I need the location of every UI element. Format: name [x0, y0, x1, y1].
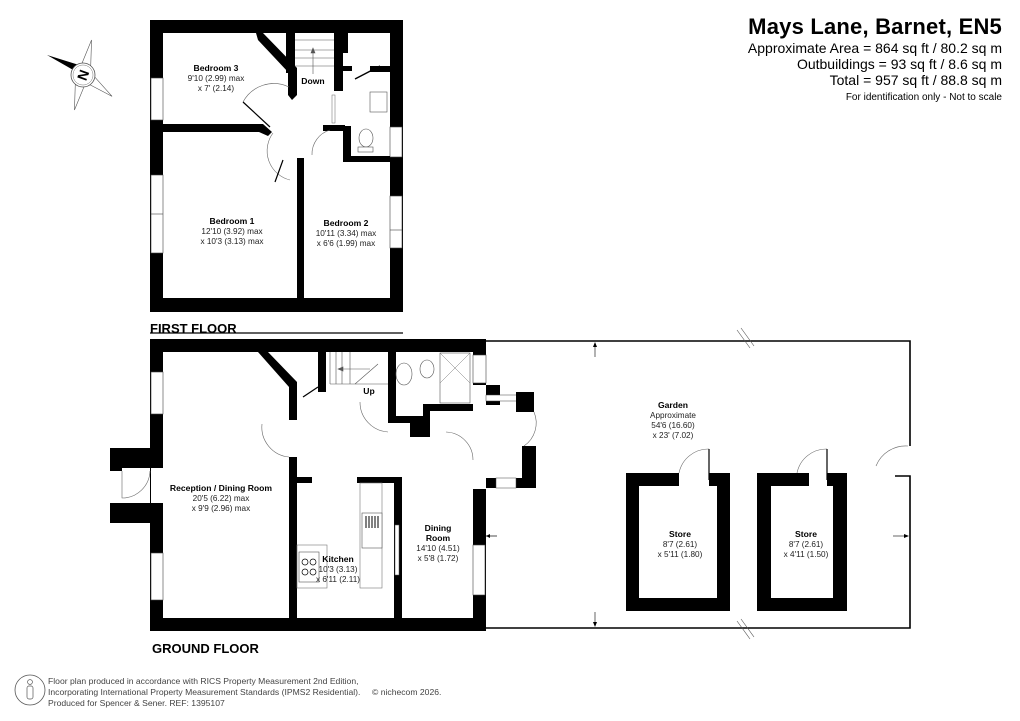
svg-text:20'5 (6.22) max: 20'5 (6.22) max [193, 494, 250, 503]
svg-text:x 23' (7.02): x 23' (7.02) [653, 431, 694, 440]
svg-text:Bedroom 1: Bedroom 1 [210, 216, 255, 226]
approximate-area: Approximate Area = 864 sq ft / 80.2 sq m [747, 40, 1002, 56]
svg-text:Reception / Dining Room: Reception / Dining Room [170, 483, 273, 493]
footer-line-2: Incorporating International Property Mea… [48, 687, 361, 697]
footer-disclaimer: Floor plan produced in accordance with R… [48, 676, 441, 709]
svg-text:Store: Store [669, 529, 691, 539]
compass-north-icon: N [47, 39, 113, 111]
svg-text:x 5'11 (1.80): x 5'11 (1.80) [658, 550, 703, 559]
svg-text:Dining: Dining [425, 523, 452, 533]
plan-header: Mays Lane, Barnet, EN5 Approximate Area … [748, 14, 1002, 105]
svg-text:10'3 (3.13): 10'3 (3.13) [319, 565, 358, 574]
svg-text:x 6'11 (2.11): x 6'11 (2.11) [316, 575, 360, 584]
ground-floor-plan: Up [110, 327, 911, 640]
person-icon [14, 674, 46, 706]
property-title: Mays Lane, Barnet, EN5 [748, 14, 1002, 39]
svg-text:Room: Room [426, 533, 451, 543]
svg-text:14'10 (4.51): 14'10 (4.51) [416, 544, 460, 553]
svg-text:8'7 (2.61): 8'7 (2.61) [789, 540, 824, 549]
first-floor-label: FIRST FLOOR [150, 321, 237, 336]
svg-text:x 10'3 (3.13) max: x 10'3 (3.13) max [201, 237, 264, 246]
svg-text:x 4'11 (1.50): x 4'11 (1.50) [784, 550, 829, 559]
svg-text:Bedroom 3: Bedroom 3 [194, 63, 239, 73]
svg-text:54'6 (16.60): 54'6 (16.60) [651, 421, 695, 430]
scale-disclaimer: For identification only - Not to scale [845, 92, 1002, 103]
svg-text:12'10 (3.92) max: 12'10 (3.92) max [201, 227, 262, 236]
outbuildings-area: Outbuildings = 93 sq ft / 8.6 sq m [796, 56, 1002, 72]
footer-line-1: Floor plan produced in accordance with R… [48, 676, 359, 686]
ground-floor-label: GROUND FLOOR [152, 641, 259, 656]
stairs-down-label: Down [301, 76, 324, 86]
svg-text:Bedroom 2: Bedroom 2 [324, 218, 369, 228]
svg-text:10'11 (3.34) max: 10'11 (3.34) max [316, 229, 377, 238]
svg-text:x 5'8 (1.72): x 5'8 (1.72) [418, 554, 459, 563]
svg-text:Approximate: Approximate [650, 411, 696, 420]
footer-line-3: Produced for Spencer & Sener. REF: 13951… [48, 698, 225, 708]
svg-text:Kitchen: Kitchen [322, 554, 354, 564]
total-area: Total = 957 sq ft / 88.8 sq m [829, 72, 1002, 88]
svg-text:x 9'9 (2.96) max: x 9'9 (2.96) max [192, 504, 250, 513]
svg-text:8'7 (2.61): 8'7 (2.61) [663, 540, 698, 549]
first-floor-plan: Down Bedroom 3 9'10 (2.99) max x 7' (2.1… [150, 20, 403, 312]
svg-text:Store: Store [795, 529, 817, 539]
svg-text:9'10 (2.99) max: 9'10 (2.99) max [188, 74, 245, 83]
stairs-up-label: Up [363, 386, 374, 396]
copyright: © nichecom 2026. [372, 687, 442, 697]
svg-text:x 6'6 (1.99) max: x 6'6 (1.99) max [317, 239, 375, 248]
svg-text:x 7' (2.14): x 7' (2.14) [198, 84, 234, 93]
svg-text:Garden: Garden [658, 400, 688, 410]
